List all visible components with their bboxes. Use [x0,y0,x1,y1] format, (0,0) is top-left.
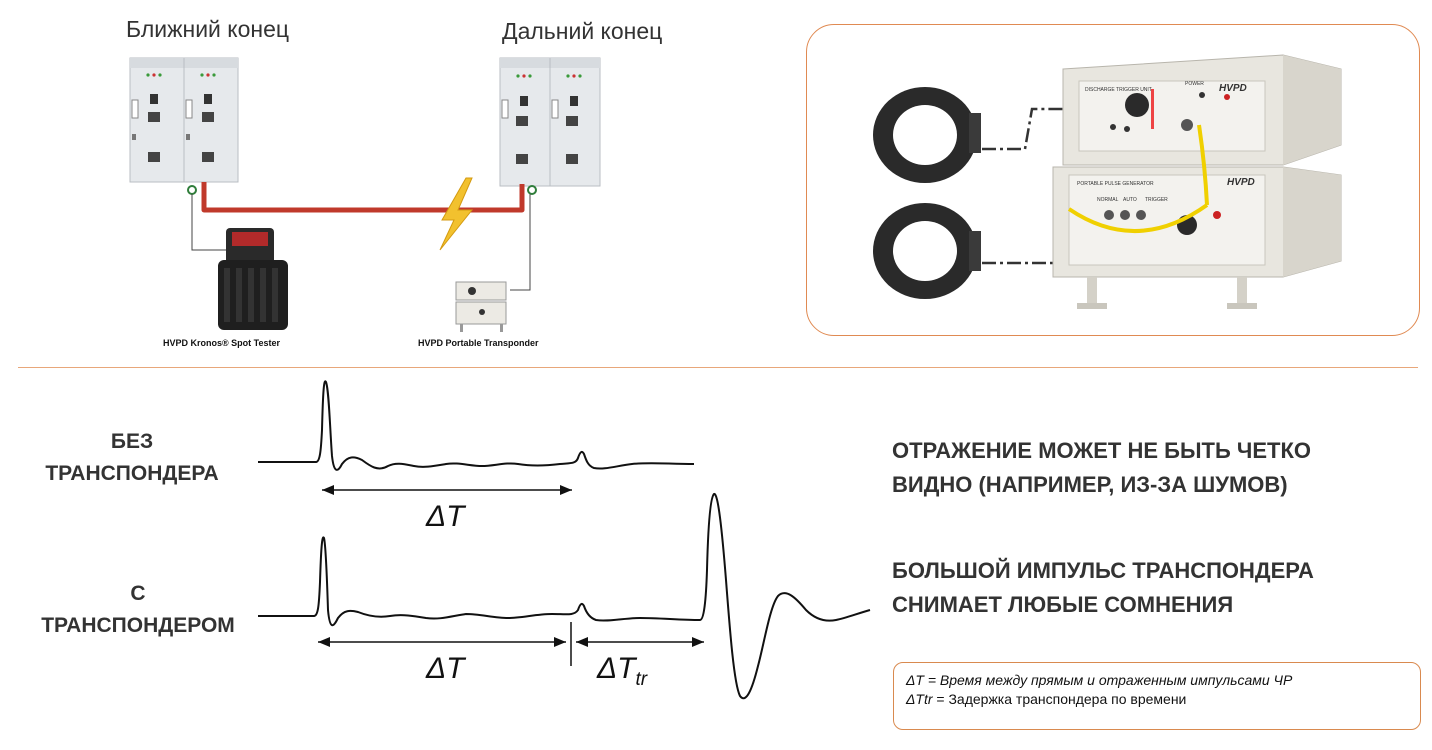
near-end-label: Ближний конец [126,16,290,42]
with-transponder-label: С ТРАНСПОНДЕРОМ [18,578,258,642]
trigger-unit-label: DISCHARGE TRIGGER UNIT [1085,87,1152,93]
waveform-without-transponder [258,380,695,471]
sensor-clamp-icon [873,203,981,299]
power-label: POWER [1185,81,1204,87]
legend-line1: ΔT = Время между прямым и отраженным имп… [906,671,1408,690]
delta-ttr-label: ΔTtr [597,652,647,691]
note-reflection: ОТРАЖЕНИЕ МОЖЕТ НЕ БЫТЬ ЧЕТКО ВИДНО (НАП… [892,434,1311,502]
without-transponder-label: БЕЗ ТРАНСПОНДЕРА [22,426,242,490]
note2-line1: БОЛЬШОЙ ИМПУЛЬС ТРАНСПОНДЕРА [892,558,1314,583]
legend-box: ΔT = Время между прямым и отраженным имп… [893,662,1421,730]
legend-line2-symbol: ΔTtr [906,691,933,707]
with-line2: ТРАНСПОНДЕРОМ [41,614,235,637]
device-photo-frame: DISCHARGE TRIGGER UNIT POWER HVPD PORTAB… [806,24,1420,336]
without-line1: БЕЗ [110,430,154,453]
pulse-device-icon: PORTABLE PULSE GENERATOR NORMAL AUTO TRI… [1052,124,1342,309]
note-transponder: БОЛЬШОЙ ИМПУЛЬС ТРАНСПОНДЕРА СНИМАЕТ ЛЮБ… [892,554,1314,622]
note2-line2: СНИМАЕТ ЛЮБЫЕ СОМНЕНИЯ [892,592,1234,617]
delta-ttr-main: ΔT [597,652,636,685]
without-line2: ТРАНСПОНДЕРА [45,462,219,485]
far-end-label: Дальний конец [502,18,663,44]
legend-line1-text: = Время между прямым и отраженным импуль… [923,672,1293,688]
note1-line1: ОТРАЖЕНИЕ МОЖЕТ НЕ БЫТЬ ЧЕТКО [892,438,1311,463]
switchgear-icon [499,57,601,187]
with-line1: С [130,582,146,605]
sensor-clamp-icon [873,87,981,183]
delta-ttr-sub: tr [635,669,648,690]
section-divider [18,367,1418,368]
cable-schematic [129,57,601,332]
device-photo: DISCHARGE TRIGGER UNIT POWER HVPD PORTAB… [873,54,1342,309]
waveform-diagram [258,380,871,700]
brand-label: HVPD [1219,83,1247,94]
kronos-caption: HVPD Kronos® Spot Tester [163,338,280,348]
pulse-gen-label: PORTABLE PULSE GENERATOR [1077,181,1154,187]
legend-line2-text: = Задержка транспондера по времени [932,691,1187,707]
pulse-device-icon: DISCHARGE TRIGGER UNIT POWER HVPD [1062,54,1342,166]
transponder-icon [455,281,507,332]
note1-line2: ВИДНО (НАПРИМЕР, ИЗ-ЗА ШУМОВ) [892,472,1288,497]
auto-label: AUTO [1123,197,1137,203]
switchgear-icon [129,57,239,183]
transponder-caption: HVPD Portable Transponder [418,338,539,348]
waveform-with-transponder [258,492,871,700]
delta-t-label-top: ΔT [426,500,465,533]
delta-t-label-bottom: ΔT [426,652,465,685]
legend-line2: ΔTtr = Задержка транспондера по времени [906,690,1408,709]
lightning-icon [439,177,474,251]
trigger-label: TRIGGER [1145,197,1168,203]
normal-label: NORMAL [1097,197,1119,203]
legend-line1-symbol: ΔT [906,672,924,688]
tester-case-icon [218,228,288,330]
brand-label-2: HVPD [1227,177,1255,188]
